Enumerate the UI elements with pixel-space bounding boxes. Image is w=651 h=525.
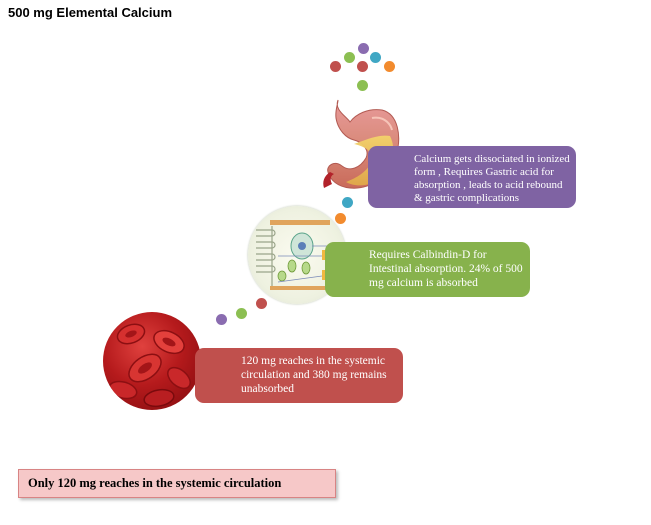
particle-dot (358, 43, 369, 54)
connector-dot (256, 298, 267, 309)
intestine-callout-text: Requires Calbindin-D for Intestinal abso… (369, 249, 523, 289)
blood-callout-text: 120 mg reaches in the systemic circulati… (241, 355, 387, 395)
connector-dot (216, 314, 227, 325)
red-blood-cells-illustration (103, 312, 201, 410)
summary-note: Only 120 mg reaches in the systemic circ… (18, 469, 336, 498)
particle-dot (384, 61, 395, 72)
particle-dot (330, 61, 341, 72)
blood-callout: 120 mg reaches in the systemic circulati… (195, 348, 403, 403)
diagram-title: 500 mg Elemental Calcium (8, 5, 173, 20)
red-blood-cells-drawing (108, 323, 191, 408)
intestinal-cell-drawing (256, 220, 330, 290)
stomach-callout-text: Calcium gets dissociated in ionized form… (414, 153, 570, 204)
connector-dot (236, 308, 247, 319)
particle-dot (344, 52, 355, 63)
particle-dot (357, 80, 368, 91)
particle-dot (370, 52, 381, 63)
connector-dot (335, 213, 346, 224)
intestine-callout: Requires Calbindin-D for Intestinal abso… (325, 242, 530, 297)
particle-dot (357, 61, 368, 72)
stomach-callout: Calcium gets dissociated in ionized form… (368, 146, 576, 208)
connector-dot (342, 197, 353, 208)
